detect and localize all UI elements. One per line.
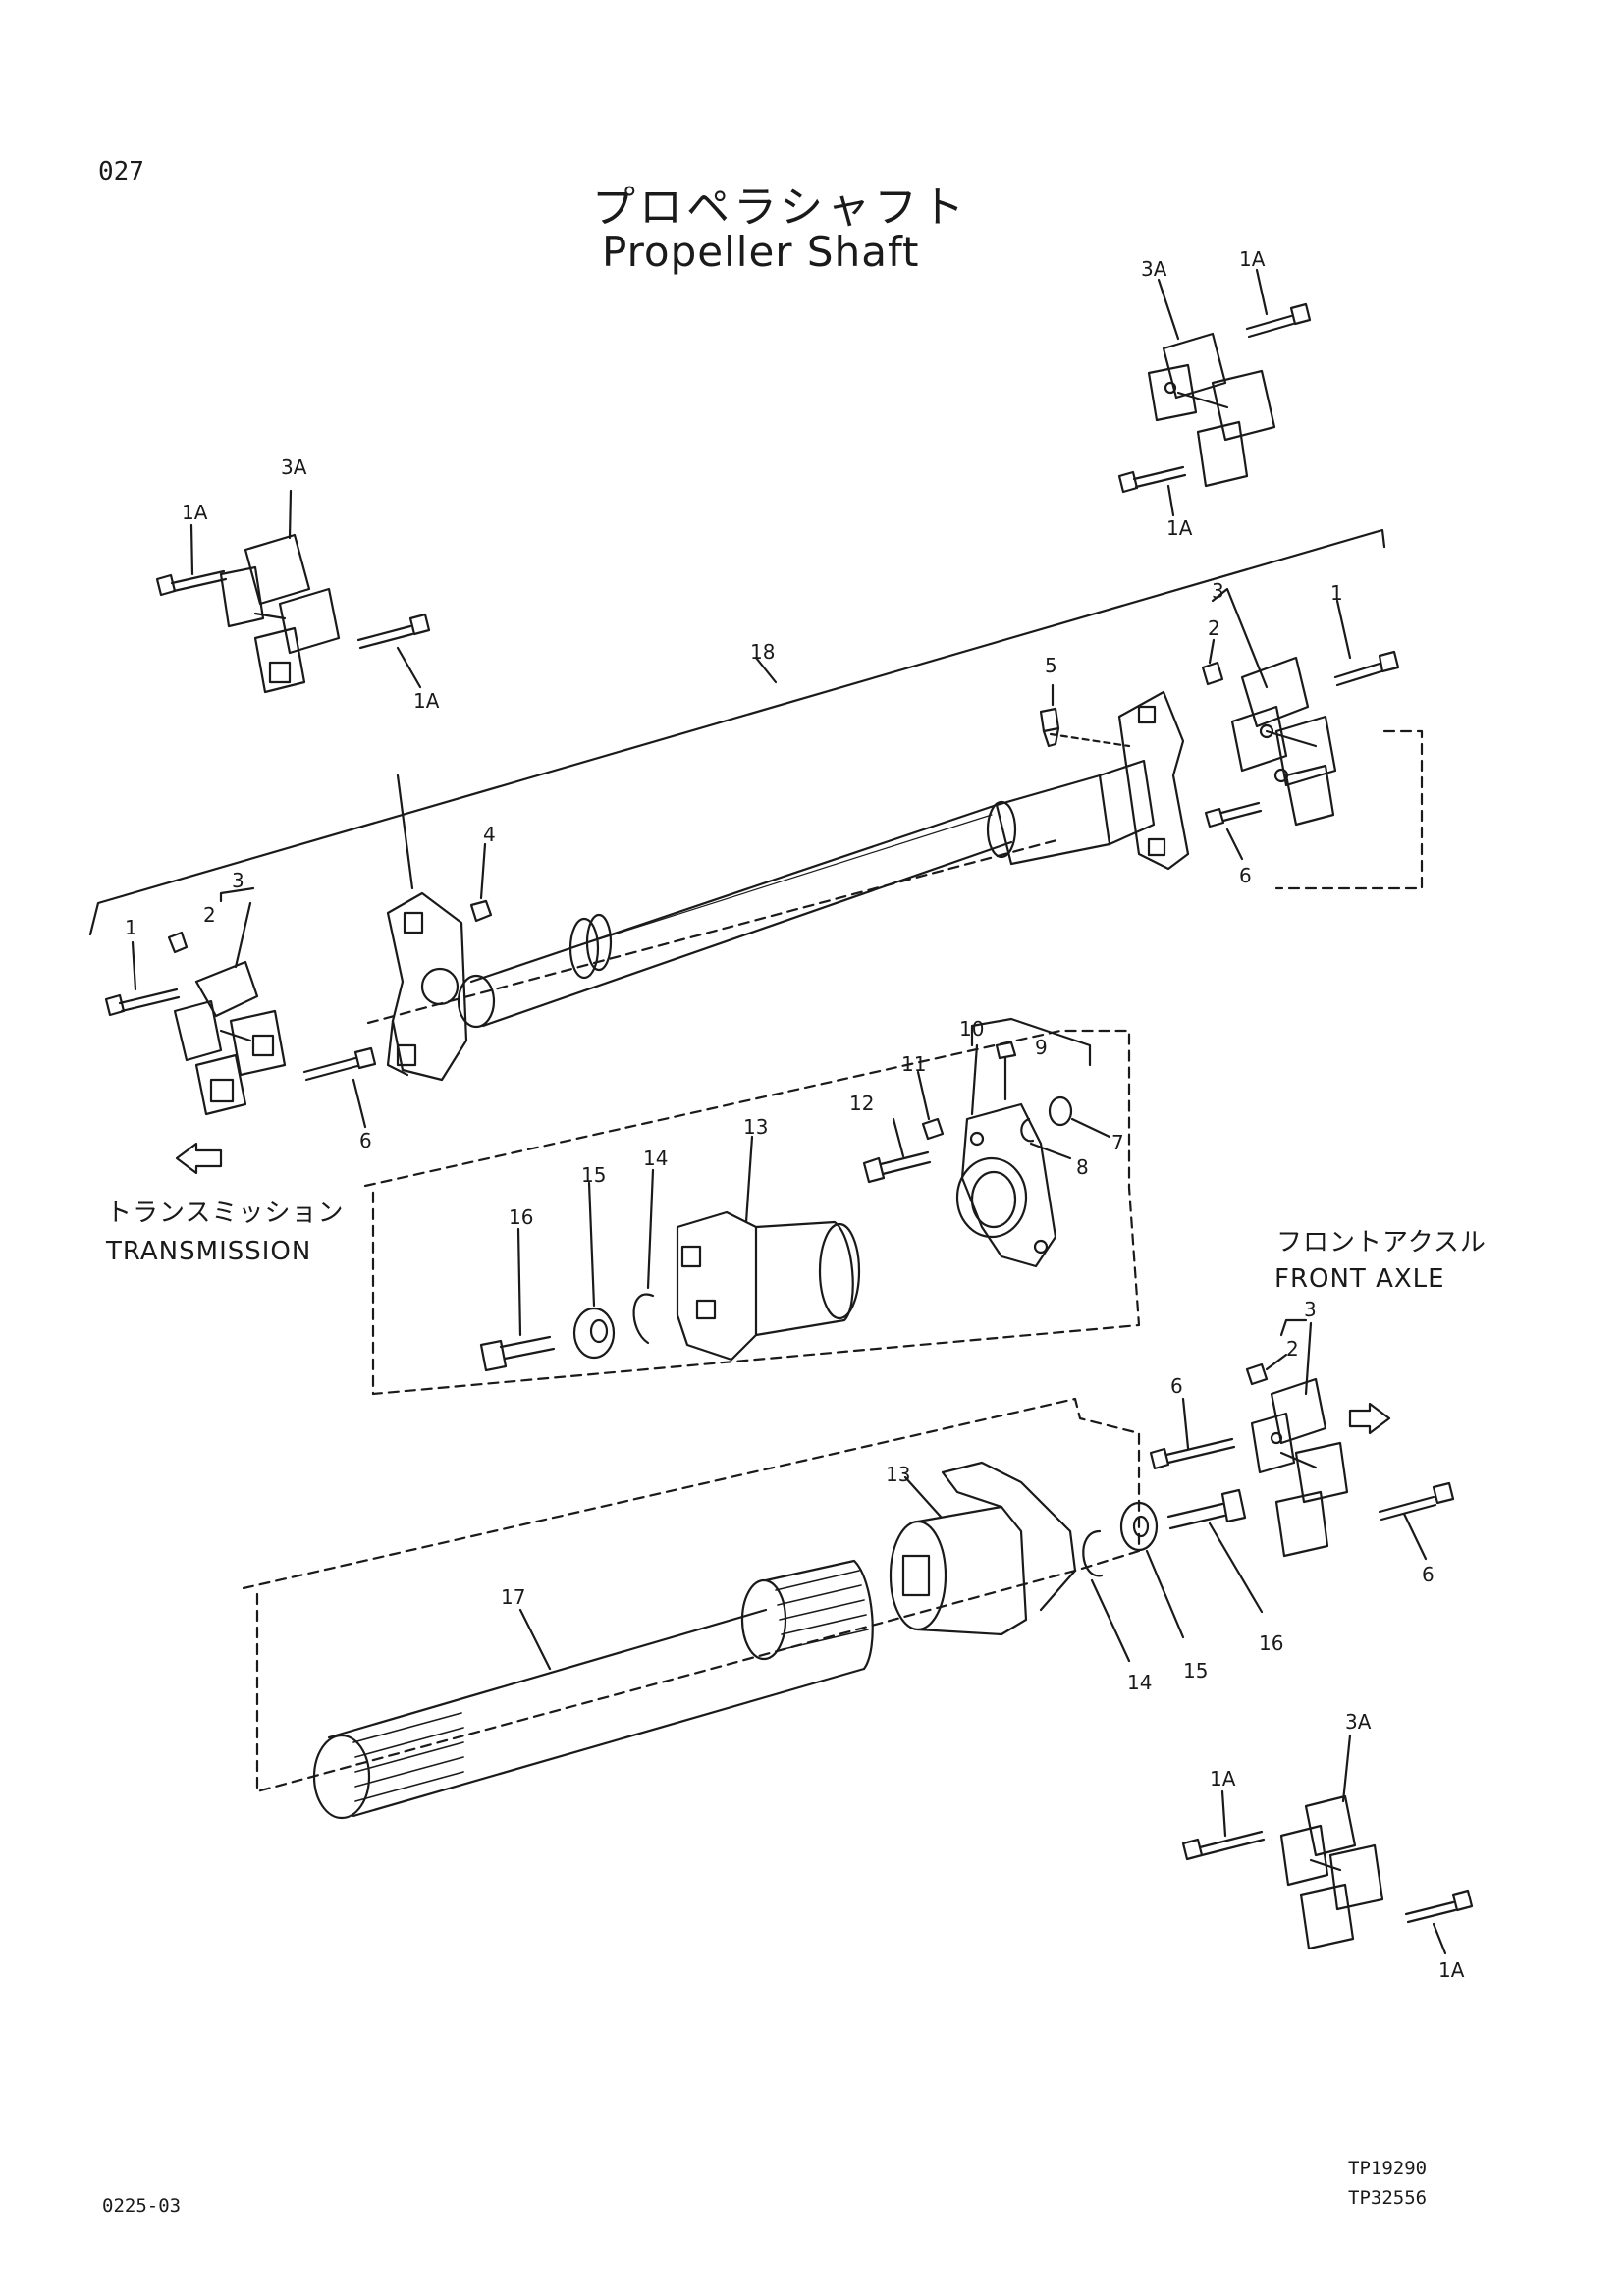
callout-16-middle: 16 bbox=[509, 1205, 534, 1229]
bolt-1a-top-left-b bbox=[356, 613, 431, 650]
front-axle-label: FRONT AXLE bbox=[1274, 1264, 1445, 1294]
bolt-6-lower-right bbox=[1378, 1481, 1455, 1522]
bolt-16-lower bbox=[1166, 1488, 1247, 1530]
callout-1a-top-right-a: 1A bbox=[1239, 247, 1266, 271]
grease-fitting-2-right bbox=[1201, 661, 1224, 686]
universal-joint-lower-right bbox=[1250, 1377, 1349, 1558]
callout-1-right: 1 bbox=[1330, 581, 1343, 605]
callout-2-lower: 2 bbox=[1286, 1337, 1299, 1361]
bolt-16-middle bbox=[479, 1335, 556, 1372]
callout-1a-top-right-b: 1A bbox=[1166, 516, 1193, 540]
front-axle-label-japanese: フロントアクスル bbox=[1276, 1228, 1487, 1257]
universal-joint-right bbox=[1230, 656, 1337, 827]
bolt-9 bbox=[995, 1041, 1017, 1101]
slip-yoke-13-middle bbox=[676, 1210, 861, 1362]
callout-1-left: 1 bbox=[125, 916, 137, 939]
reference-code-2: TP32556 bbox=[1348, 2187, 1428, 2209]
shaft-yoke-left bbox=[386, 774, 468, 1082]
bolt-6-lower-left bbox=[1149, 1437, 1236, 1470]
nut-4 bbox=[469, 899, 493, 923]
snap-ring-14-middle bbox=[632, 1293, 655, 1345]
callout-2-right: 2 bbox=[1208, 616, 1220, 640]
bolt-12 bbox=[862, 1150, 932, 1184]
nut-11 bbox=[921, 1117, 945, 1141]
callout-9: 9 bbox=[1035, 1036, 1048, 1059]
group-dashed-outline bbox=[363, 1029, 1141, 1396]
callout-3a-bottom-right: 3A bbox=[1345, 1710, 1372, 1734]
callout-13-lower: 13 bbox=[886, 1463, 911, 1486]
callout-17: 17 bbox=[501, 1585, 526, 1609]
washer-15-lower bbox=[1119, 1501, 1159, 1552]
arrow-to-transmission-icon bbox=[175, 1142, 223, 1175]
lock-washer-8 bbox=[1020, 1117, 1035, 1143]
callout-15-middle: 15 bbox=[581, 1163, 607, 1187]
propeller-shaft bbox=[457, 759, 1156, 1029]
callout-12: 12 bbox=[849, 1092, 875, 1115]
callout-16-lower: 16 bbox=[1259, 1631, 1284, 1655]
transmission-label: TRANSMISSION bbox=[106, 1237, 312, 1266]
page-title: Propeller Shaft bbox=[602, 228, 920, 276]
bolt-1a-top-left-a bbox=[155, 569, 228, 597]
grease-fitting-2-lower bbox=[1245, 1362, 1269, 1386]
bolt-1-right bbox=[1333, 650, 1400, 687]
callout-8: 8 bbox=[1076, 1155, 1089, 1179]
bolt-6-left bbox=[302, 1046, 377, 1082]
callout-14-middle: 14 bbox=[643, 1147, 669, 1170]
callout-4: 4 bbox=[483, 823, 496, 846]
callout-18: 18 bbox=[750, 640, 776, 664]
lower-group-dashed-outline bbox=[242, 1397, 1141, 1793]
bolt-1a-top-right-a bbox=[1245, 302, 1312, 339]
transmission-label-japanese: トランスミッション bbox=[106, 1199, 345, 1228]
callout-14-lower: 14 bbox=[1127, 1671, 1153, 1694]
callout-6-right: 6 bbox=[1239, 864, 1252, 887]
arrow-to-front-axle-icon bbox=[1348, 1402, 1391, 1435]
bolt-1a-bottom-right-a bbox=[1181, 1830, 1266, 1861]
grease-nipple-5 bbox=[1039, 707, 1060, 748]
callout-3-left: 3 bbox=[232, 869, 244, 892]
universal-joint-3a-bottom-right bbox=[1279, 1794, 1384, 1950]
universal-joint-3a-top-right bbox=[1147, 332, 1276, 488]
bolt-1a-bottom-right-b bbox=[1404, 1889, 1474, 1924]
callout-1a-top-left-b: 1A bbox=[413, 689, 440, 713]
flange-yoke-10 bbox=[955, 1102, 1057, 1268]
washer-15-middle bbox=[572, 1307, 616, 1360]
document-code: 0225-03 bbox=[102, 2195, 182, 2216]
snap-ring-14-lower bbox=[1082, 1529, 1104, 1577]
grease-fitting-2-left bbox=[167, 931, 189, 954]
callout-15-lower: 15 bbox=[1183, 1659, 1209, 1682]
universal-joint-left bbox=[173, 886, 287, 1116]
callout-6-lower-right: 6 bbox=[1422, 1563, 1435, 1586]
bolt-1-left bbox=[104, 988, 181, 1017]
callout-3-lower: 3 bbox=[1304, 1298, 1317, 1321]
callout-1a-bottom-right-b: 1A bbox=[1438, 1958, 1465, 1982]
callout-11: 11 bbox=[901, 1052, 927, 1076]
slip-yoke-13-lower bbox=[889, 1461, 1077, 1636]
callout-13-middle: 13 bbox=[743, 1115, 769, 1139]
callout-1a-top-left-a: 1A bbox=[182, 501, 208, 524]
shaft-flange-yoke-right bbox=[1049, 690, 1190, 871]
page-code: 027 bbox=[98, 157, 144, 187]
callout-6-left: 6 bbox=[359, 1129, 372, 1152]
callout-6-lower-left: 6 bbox=[1170, 1374, 1183, 1398]
assembly-bracket-18 bbox=[88, 528, 1386, 936]
callout-3-right: 3 bbox=[1212, 579, 1224, 603]
callout-3a-top-right: 3A bbox=[1141, 257, 1167, 281]
page-title-japanese: プロペラシャフト bbox=[592, 183, 969, 233]
nut-7 bbox=[1048, 1095, 1073, 1127]
callout-10: 10 bbox=[959, 1017, 985, 1041]
spline-shaft-17 bbox=[312, 1559, 874, 1820]
universal-joint-3a-top-left bbox=[219, 533, 341, 694]
bolt-1a-top-right-b bbox=[1117, 465, 1187, 494]
callout-7: 7 bbox=[1111, 1131, 1124, 1154]
callout-1a-bottom-right-a: 1A bbox=[1210, 1767, 1236, 1790]
callout-3a-top-left: 3A bbox=[281, 455, 307, 479]
callout-2-left: 2 bbox=[203, 903, 216, 927]
reference-code-1: TP19290 bbox=[1348, 2158, 1428, 2179]
callout-5: 5 bbox=[1045, 654, 1057, 677]
bolt-6-right bbox=[1204, 801, 1263, 828]
